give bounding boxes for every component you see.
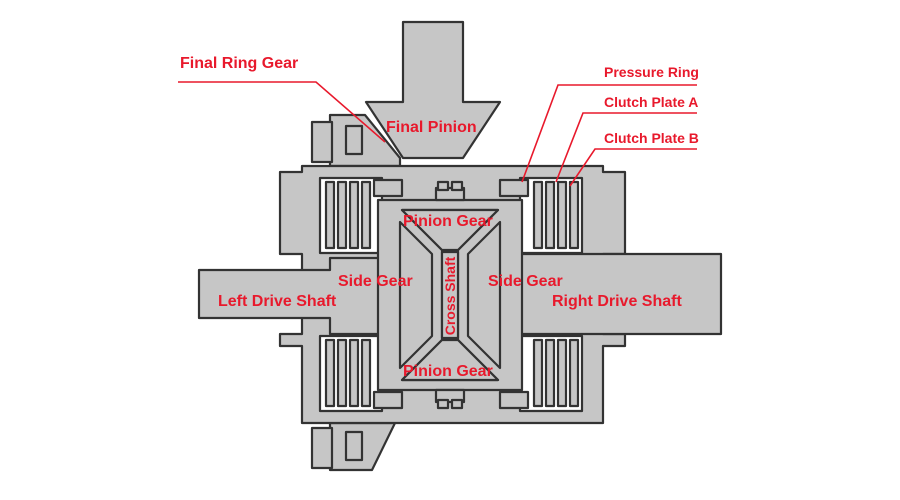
label-final-pinion: Final Pinion bbox=[386, 119, 477, 136]
ring-gear-bolt-lower bbox=[344, 430, 364, 462]
label-final-ring-gear: Final Ring Gear bbox=[180, 55, 298, 72]
pressure-ring-right-lower bbox=[498, 390, 530, 410]
label-left-drive-shaft: Left Drive Shaft bbox=[218, 293, 337, 310]
pinion-cap-bottom-left bbox=[436, 398, 450, 410]
pinion-gear-top bbox=[400, 208, 500, 252]
clutch-pack-left-lower bbox=[318, 334, 384, 413]
side-gear-right bbox=[466, 220, 502, 370]
label-right-drive-shaft: Right Drive Shaft bbox=[552, 293, 682, 310]
leader-final-ring-gear bbox=[178, 81, 386, 143]
label-cross-shaft: Cross Shaft bbox=[442, 256, 458, 335]
side-gear-left bbox=[398, 220, 434, 370]
clutch-pack-right-upper bbox=[518, 176, 584, 255]
pressure-ring-left-lower bbox=[372, 390, 404, 410]
cross-shaft bbox=[440, 250, 460, 340]
label-pinion-gear-bottom: Pinion Gear bbox=[403, 363, 493, 380]
leader-clutch-plate-b bbox=[569, 148, 697, 187]
leader-clutch-plate-a bbox=[555, 112, 697, 183]
label-side-gear-left: Side Gear bbox=[338, 273, 413, 290]
pinion-gear-bottom bbox=[400, 338, 500, 382]
pressure-ring-left-upper bbox=[372, 178, 404, 198]
label-clutch-plate-a: Clutch Plate A bbox=[604, 94, 698, 110]
label-pressure-ring: Pressure Ring bbox=[604, 64, 699, 80]
clutch-plate-a bbox=[532, 180, 544, 250]
label-side-gear-right: Side Gear bbox=[488, 273, 563, 290]
pinion-cap-top-left bbox=[436, 180, 450, 192]
clutch-pack-left-upper bbox=[318, 176, 384, 255]
ring-gear-flange-lower bbox=[310, 426, 334, 470]
pinion-cap-bottom-right bbox=[450, 398, 464, 410]
ring-gear-bolt-upper bbox=[344, 124, 364, 156]
ring-gear-flange-upper bbox=[310, 120, 334, 164]
clutch-pack-right-lower bbox=[518, 334, 584, 413]
pressure-ring-right-upper bbox=[498, 178, 530, 198]
label-pinion-gear-top: Pinion Gear bbox=[403, 213, 493, 230]
pinion-cap-top-right bbox=[450, 180, 464, 192]
clutch-plate-b bbox=[544, 180, 556, 250]
final-pinion bbox=[364, 20, 502, 160]
label-clutch-plate-b: Clutch Plate B bbox=[604, 130, 699, 146]
leader-pressure-ring bbox=[521, 84, 697, 183]
